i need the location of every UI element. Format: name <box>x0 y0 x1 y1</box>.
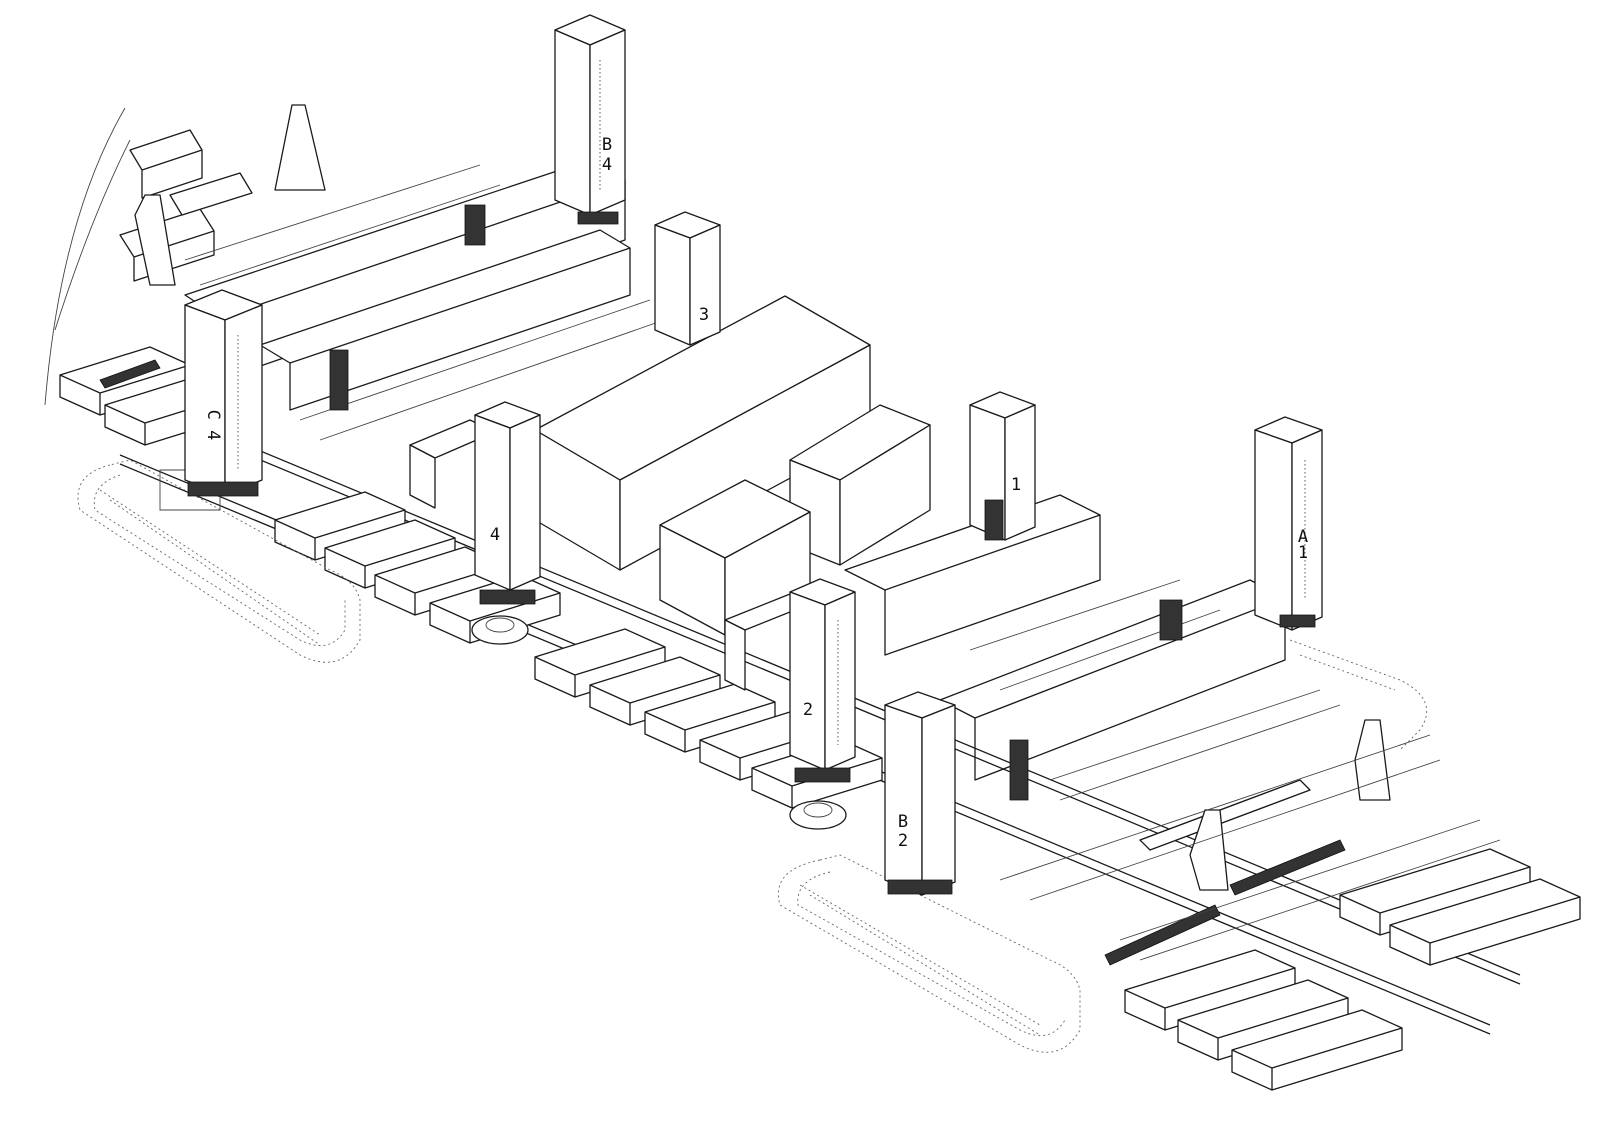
column-2 <box>789 578 856 830</box>
column-4 <box>471 401 541 645</box>
crawler-track-right-rear <box>1289 639 1428 751</box>
column-3 <box>654 211 721 346</box>
right-frame <box>844 494 1501 966</box>
column-c4 <box>184 289 263 497</box>
column-b2 <box>884 691 956 896</box>
column-a1 <box>1254 416 1323 631</box>
label-col-4: 4 <box>490 525 500 545</box>
column-b4 <box>554 14 626 225</box>
label-a1-top: A <box>1298 527 1308 547</box>
label-col-1: 1 <box>1011 475 1021 495</box>
label-b4-bottom: 4 <box>602 155 612 175</box>
label-b2-bottom: 2 <box>898 831 908 851</box>
crawler-track-right <box>778 854 1081 1053</box>
column-1 <box>969 391 1036 541</box>
label-col-2: 2 <box>803 700 813 720</box>
column-labels: B 4 C 4 3 1 A 1 4 2 B 2 <box>203 135 1308 851</box>
label-col-3: 3 <box>699 305 709 325</box>
left-cab-frame <box>44 104 681 441</box>
central-equipment-boxes <box>409 295 931 691</box>
label-b4-top: B <box>602 135 612 155</box>
label-c4: C 4 <box>203 410 223 441</box>
label-b2-top: B <box>898 812 908 832</box>
label-a1-bottom: 1 <box>1298 543 1308 563</box>
